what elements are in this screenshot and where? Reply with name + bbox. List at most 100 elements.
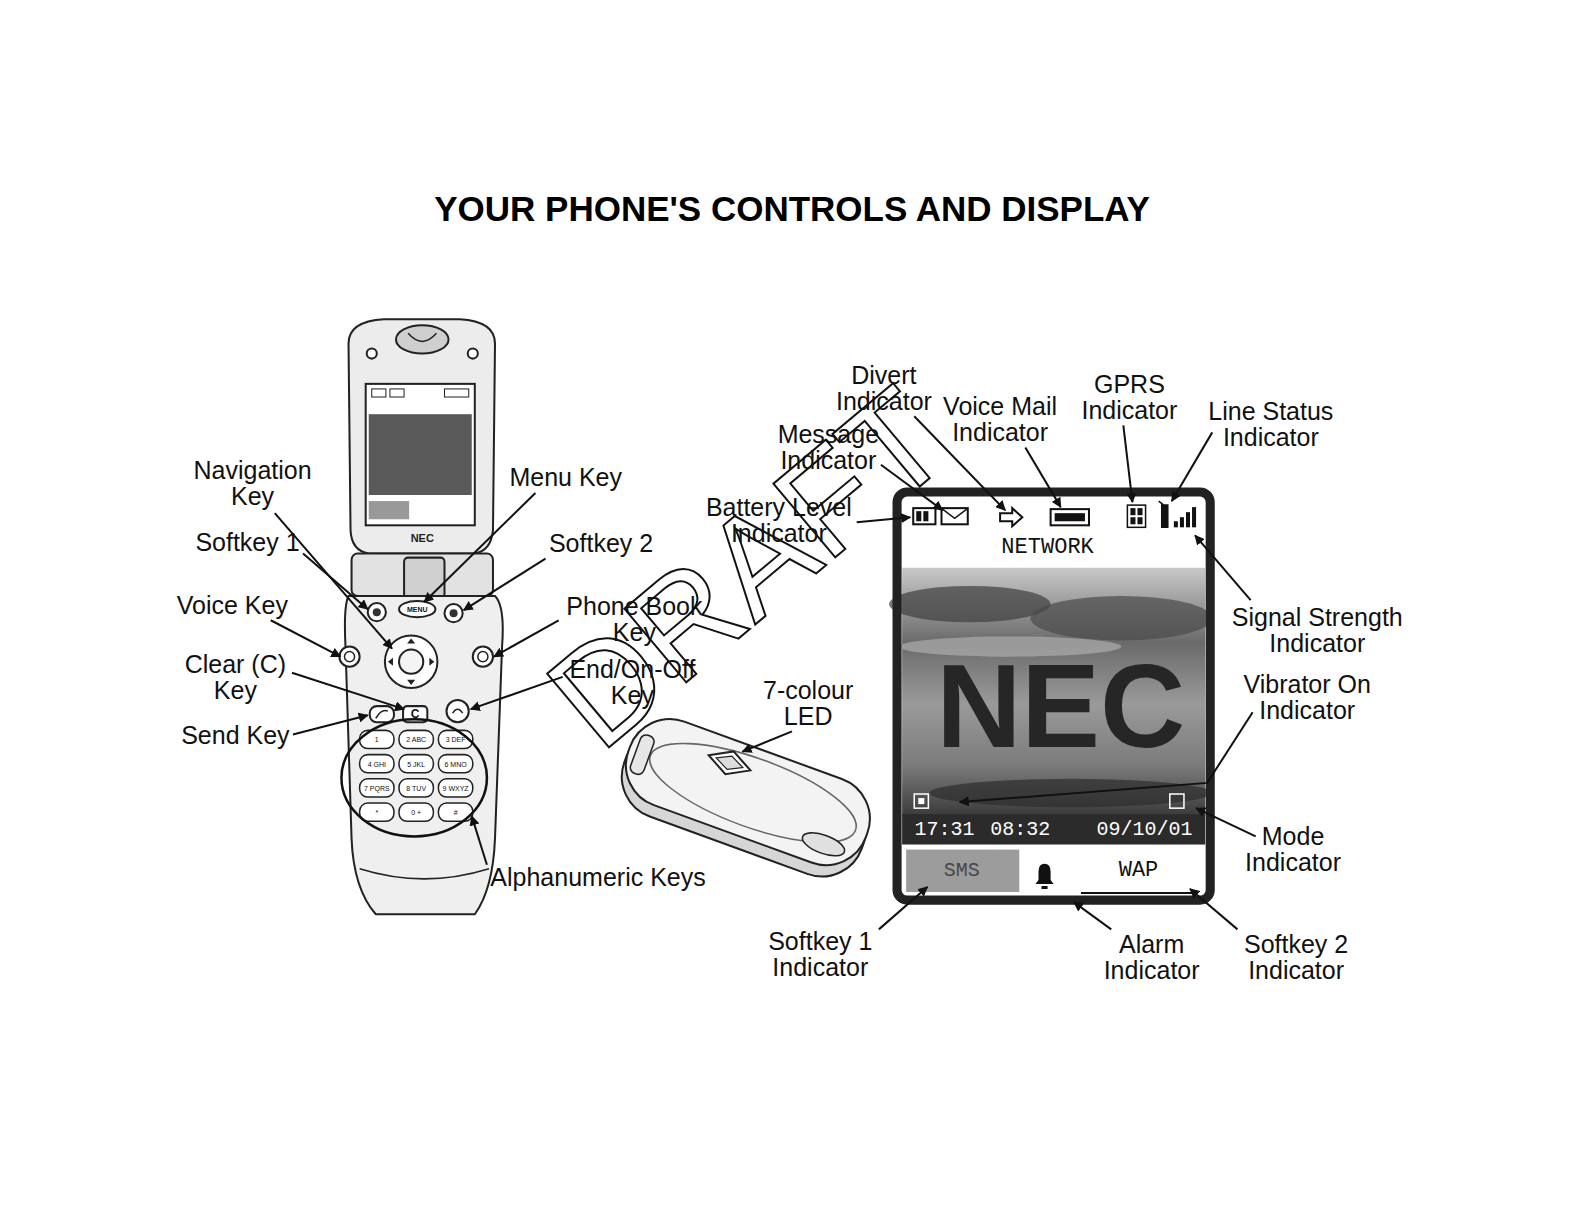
open-phone-part xyxy=(390,389,404,397)
callout-label: Phone Book Key xyxy=(559,593,709,645)
open-phone-part-part xyxy=(438,755,472,773)
leader-lines-part xyxy=(424,493,535,602)
leader-lines-part xyxy=(471,677,563,709)
display-screen-part xyxy=(916,511,921,521)
display-screen-part xyxy=(1130,508,1135,515)
leader-lines-part xyxy=(1190,889,1237,929)
display-screen-part xyxy=(942,508,968,524)
open-phone-part xyxy=(468,349,478,359)
display-screen-part xyxy=(906,850,1019,892)
brand-logo: NEC xyxy=(411,532,434,545)
callout-label: Alphanumeric Keys xyxy=(490,864,705,890)
display-screen-part xyxy=(1192,507,1196,527)
open-phone-part-part xyxy=(399,803,433,821)
open-phone-part xyxy=(478,652,488,662)
callout-label: Vibrator On Indicator xyxy=(1230,671,1385,723)
open-phone-part xyxy=(385,635,438,688)
open-phone-part xyxy=(373,608,381,616)
open-phone-part xyxy=(349,319,495,553)
key-label: 7 PQRS xyxy=(364,784,390,793)
open-phone-part xyxy=(369,414,472,495)
display-screen-part xyxy=(902,497,1205,897)
open-phone-part xyxy=(447,700,469,722)
illustration-part xyxy=(271,319,1256,929)
display-screen-part xyxy=(1081,892,1192,894)
display-screen-part xyxy=(918,798,924,804)
callout-label: Menu Key xyxy=(509,464,622,490)
screen-logo: NEC xyxy=(936,647,1185,765)
key-label: C xyxy=(411,707,420,721)
leader-lines-part xyxy=(293,715,368,734)
open-phone-part xyxy=(450,609,458,617)
closed-phone xyxy=(610,707,882,888)
open-phone-part xyxy=(366,384,475,525)
leader-lines-part xyxy=(1172,432,1212,501)
leader-lines-part xyxy=(857,517,911,522)
key-label: 5 JKL xyxy=(407,760,425,769)
open-phone-part-part xyxy=(399,755,433,773)
callout-label: End/On-Off Key xyxy=(562,656,702,708)
open-phone-part xyxy=(345,596,503,914)
open-phone-part-part xyxy=(399,779,433,797)
display-screen-part xyxy=(1000,508,1022,526)
key-label: 0 + xyxy=(411,808,421,817)
callout-label: Softkey 2 Indicator xyxy=(1236,931,1356,983)
display-screen-part xyxy=(889,586,1051,622)
leader-lines xyxy=(271,416,1256,929)
key-label: MENU xyxy=(407,605,428,614)
closed-phone-part xyxy=(614,707,882,877)
display-screen-part xyxy=(913,508,935,524)
open-phone-part-part xyxy=(360,779,394,797)
display-screen-part xyxy=(902,814,1205,844)
callout-label: Voice Key xyxy=(177,592,288,618)
leader-lines-part xyxy=(292,673,404,709)
leader-lines-part xyxy=(1123,425,1132,502)
open-phone-part xyxy=(444,604,462,622)
leader-lines-part xyxy=(1196,808,1256,836)
open-phone-part xyxy=(376,710,388,718)
callout-label: Clear (C) Key xyxy=(175,651,295,703)
open-phone-part xyxy=(360,869,489,879)
open-phone-part xyxy=(368,603,386,621)
callout-label: GPRS Indicator xyxy=(1069,371,1189,423)
leader-lines-part xyxy=(1025,448,1060,508)
closed-phone-part xyxy=(714,751,745,774)
open-phone-part xyxy=(444,389,468,397)
key-label: 8 TUV xyxy=(406,784,426,793)
callout-label: Navigation Key xyxy=(185,457,320,509)
open-phone-part xyxy=(339,647,359,667)
leader-lines-part xyxy=(879,887,927,929)
callout-label: Divert Indicator xyxy=(824,362,944,414)
screen-date: 09/10/01 xyxy=(1097,818,1193,842)
display-screen-part xyxy=(1174,521,1178,527)
open-phone-part xyxy=(453,709,463,713)
leader-lines-part xyxy=(881,465,943,510)
leader-lines-part xyxy=(494,620,559,656)
page-title: YOUR PHONE'S CONTROLS AND DISPLAY xyxy=(0,189,1584,229)
open-phone-part-part xyxy=(399,730,433,748)
open-phone-part xyxy=(370,706,394,722)
open-phone-part-part xyxy=(360,755,394,773)
display-screen-part xyxy=(1137,517,1142,524)
key-label: 9 WXYZ xyxy=(443,784,469,793)
display-screen-part xyxy=(1035,864,1053,889)
open-phone-part xyxy=(369,501,409,519)
leader-lines-part xyxy=(464,559,546,611)
callout-label: Softkey 1 Indicator xyxy=(760,928,880,980)
callout-label: Voice Mail Indicator xyxy=(930,393,1070,445)
softkey-text: SMS xyxy=(944,858,980,884)
open-phone-part xyxy=(344,652,354,662)
open-phone-part xyxy=(399,650,423,674)
key-label: 2 ABC xyxy=(406,735,426,744)
open-phone-part xyxy=(367,349,377,359)
display-screen xyxy=(889,492,1212,900)
open-phone-part xyxy=(473,647,493,667)
screen-clock: 08:32 xyxy=(990,818,1050,842)
callout-label: Softkey 2 xyxy=(549,530,653,556)
open-phone-part-part xyxy=(360,730,394,748)
display-screen-part xyxy=(923,511,928,521)
closed-phone-part xyxy=(639,723,868,862)
softkey-text: WAP xyxy=(1119,858,1159,884)
key-label: 1 xyxy=(375,735,379,744)
